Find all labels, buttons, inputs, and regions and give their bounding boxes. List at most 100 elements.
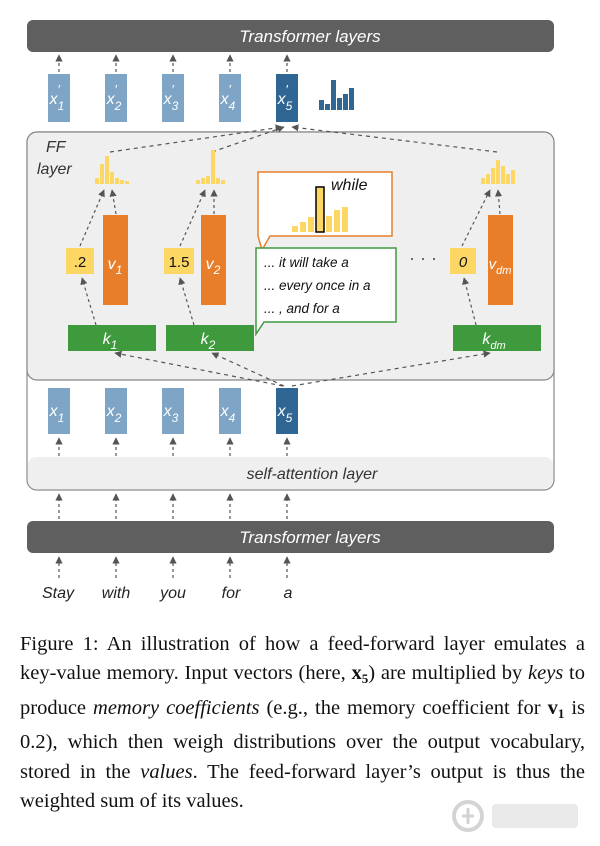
input-vector-base: x bbox=[277, 403, 287, 420]
bottom-transformer-bar bbox=[27, 521, 554, 553]
svg-text:x4′: x4 ′ bbox=[220, 82, 236, 113]
value-sub: dm bbox=[496, 265, 511, 277]
caption-memory-coefficients: memory coefficients bbox=[93, 696, 260, 719]
coin-logo-icon bbox=[452, 800, 578, 832]
value-distribution-1-icon bbox=[95, 156, 129, 184]
svg-text:k2: k2 bbox=[201, 331, 216, 352]
key-callout-line: ... every once in a bbox=[264, 278, 371, 293]
value-distribution-2-icon bbox=[196, 150, 225, 184]
self-attention-label: self-attention layer bbox=[247, 466, 378, 483]
key-to-coef-arrows bbox=[80, 277, 477, 326]
ff-key-value-diagram: Transformer layers Transformer layers x1… bbox=[26, 20, 555, 602]
svg-text:x3: x3 bbox=[163, 403, 179, 425]
output-vector-base: x bbox=[106, 91, 116, 108]
token-row: Stay with you for a bbox=[42, 585, 293, 602]
input-vector-highlighted: x5 bbox=[276, 388, 298, 434]
key-sub: dm bbox=[490, 340, 505, 352]
value-base: v bbox=[489, 256, 498, 273]
caption-text-4: (e.g., the memory coefficient for bbox=[259, 696, 548, 719]
input-vector-sub: 3 bbox=[172, 411, 179, 425]
output-vector-sub: 1 bbox=[58, 99, 65, 113]
bottom-transformer-label: Transformer layers bbox=[239, 528, 381, 547]
input-vector: x2 bbox=[105, 388, 127, 434]
output-vector-prime: ′ bbox=[171, 82, 174, 97]
value-sub: 2 bbox=[213, 263, 221, 277]
caption-text-2: ) are multiplied by bbox=[368, 662, 528, 685]
key-callout: ... it will take a ... every once in a .… bbox=[255, 247, 397, 337]
svg-text:x5′: x5 ′ bbox=[277, 82, 293, 113]
input-vector: x4 bbox=[219, 388, 241, 434]
top-transformer-bar bbox=[27, 20, 554, 52]
key-base: k bbox=[103, 331, 112, 348]
input-token: with bbox=[102, 585, 131, 602]
key-base: k bbox=[482, 331, 491, 348]
output-vector-sub: 4 bbox=[229, 99, 236, 113]
ff-layer-label-1: FF bbox=[46, 139, 67, 156]
caption-text-3: to produce bbox=[20, 662, 586, 719]
caption-v1: v1 bbox=[547, 696, 565, 721]
svg-text:x5: x5 bbox=[277, 403, 293, 425]
input-vector: x1 bbox=[48, 388, 70, 434]
output-vector: x2 ′ bbox=[105, 74, 127, 122]
value-callout: while bbox=[257, 171, 393, 252]
memory-coefficient: 1.5 bbox=[169, 254, 190, 271]
output-distribution-icon bbox=[319, 80, 354, 110]
input-token: Stay bbox=[42, 585, 75, 602]
output-vector-sub: 2 bbox=[114, 99, 122, 113]
output-vector-prime: ′ bbox=[228, 82, 231, 97]
memory-ellipsis: · · · bbox=[409, 248, 437, 268]
value-to-output-arrows bbox=[109, 124, 498, 153]
output-vector-prime: ′ bbox=[285, 82, 288, 97]
svg-text:kdm: kdm bbox=[482, 331, 505, 352]
input-to-key-arrows bbox=[114, 350, 491, 387]
input-vector-base: x bbox=[163, 403, 173, 420]
caption-values: values bbox=[140, 760, 193, 783]
key-callout-line: ... , and for a bbox=[264, 301, 340, 316]
caption-keys: keys bbox=[528, 662, 564, 685]
key-box: k2 bbox=[166, 325, 254, 352]
memory-slot: v2 1.5 bbox=[164, 215, 226, 305]
output-vector-prime: ′ bbox=[114, 82, 117, 97]
input-vector-sub: 1 bbox=[58, 411, 65, 425]
key-box: k1 bbox=[68, 325, 156, 352]
input-token: you bbox=[159, 585, 186, 602]
output-vector: x4 ′ bbox=[219, 74, 241, 122]
input-vector-sub: 4 bbox=[229, 411, 236, 425]
svg-text:v2: v2 bbox=[206, 256, 221, 277]
output-vector-sub: 5 bbox=[286, 99, 293, 113]
input-vector-row: x1 x2 x3 x4 x5 bbox=[48, 388, 298, 434]
input-vector-base: x bbox=[49, 403, 59, 420]
caption-text-5: is 0.2), which then weigh distributions … bbox=[20, 696, 585, 783]
input-vector: x3 bbox=[162, 388, 184, 434]
svg-text:x1: x1 bbox=[49, 403, 65, 425]
svg-text:x3′: x3′ bbox=[163, 82, 179, 113]
memory-coefficient: .2 bbox=[74, 254, 87, 271]
self-attention-panel bbox=[28, 457, 553, 489]
svg-text:k1: k1 bbox=[103, 331, 118, 352]
output-vector-base: x bbox=[163, 91, 173, 108]
caption-text-1: Figure 1: An illustration of how a feed-… bbox=[20, 633, 585, 685]
coef-arrows bbox=[79, 189, 503, 247]
output-vector-prime: ′ bbox=[57, 82, 60, 97]
input-vector-base: x bbox=[106, 403, 116, 420]
output-vector-row: x1′ x2′ x3′ x4′ x5′ bbox=[48, 74, 298, 122]
value-base: v bbox=[108, 256, 117, 273]
input-vector-sub: 5 bbox=[286, 411, 293, 425]
svg-text:v1: v1 bbox=[108, 256, 123, 277]
svg-text:vdm: vdm bbox=[489, 256, 512, 277]
value-sub: 1 bbox=[116, 263, 123, 277]
caption-x5: x5 bbox=[351, 662, 369, 687]
output-vector-base: x bbox=[220, 91, 230, 108]
memory-coefficient: 0 bbox=[459, 254, 468, 271]
output-vector-base: x bbox=[49, 91, 59, 108]
output-arrows bbox=[55, 54, 291, 72]
svg-text:x1′: x1 ′ bbox=[49, 82, 65, 113]
value-callout-word: while bbox=[331, 177, 368, 194]
value-distribution-dm-icon bbox=[481, 160, 515, 184]
output-vector: x3′ bbox=[162, 74, 184, 122]
input-token: for bbox=[222, 585, 241, 602]
memory-slot: v1 .2 bbox=[66, 215, 128, 305]
output-vector-base: x bbox=[277, 91, 287, 108]
key-sub: 1 bbox=[111, 338, 118, 352]
key-base: k bbox=[201, 331, 210, 348]
